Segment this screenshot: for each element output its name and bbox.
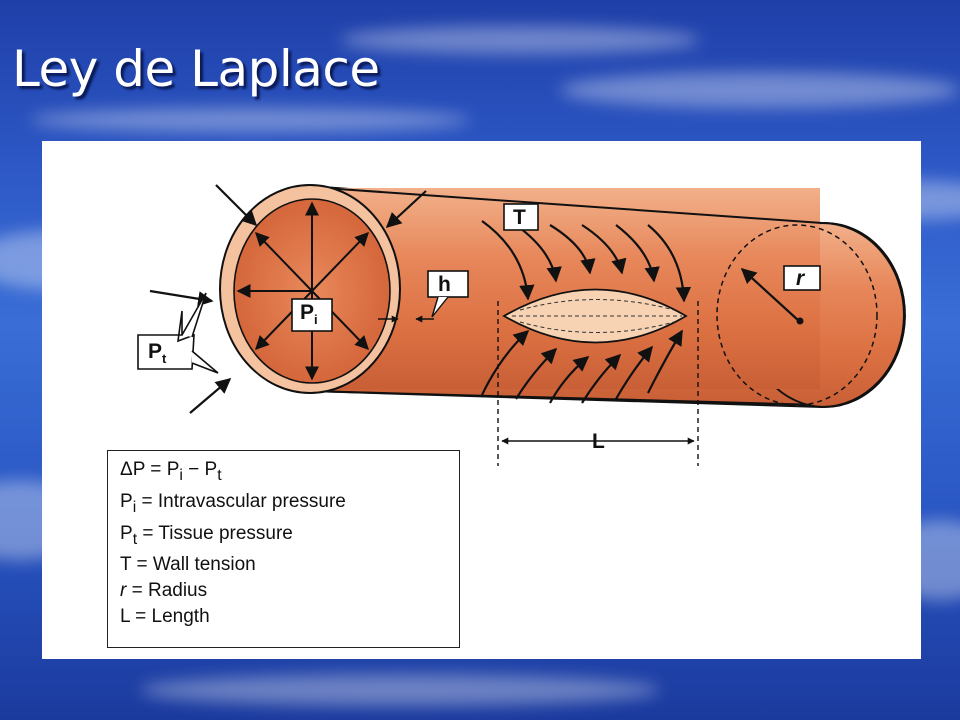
legend-row-t: T = Wall tension [120, 554, 256, 576]
label-box-r [783, 265, 821, 291]
length-label: L [592, 430, 605, 453]
radius-circle [716, 224, 878, 406]
tissue-pressure-label: Pt [148, 340, 167, 367]
slide-title: Ley de Laplace [12, 40, 380, 98]
tension-arrows-bottom [481, 329, 683, 404]
label-box-pi [291, 298, 333, 332]
vessel-diagram [137, 184, 906, 466]
tension-label: T [513, 206, 526, 229]
label-box-pt [137, 310, 195, 370]
legend-box: ΔP = Pi − Pt Pi = Intravascular pressure… [107, 450, 460, 648]
laplace-figure: T h r L Pi Pt ΔP = Pi − Pt Pi = Intravas… [42, 141, 921, 659]
intravascular-pressure-label: Pi [300, 301, 318, 328]
legend-row-pt: Pt = Tissue pressure [120, 522, 293, 548]
radius-arrow [740, 267, 800, 322]
thickness-label: h [438, 273, 451, 296]
label-box-t [503, 203, 539, 231]
legend-row-delta-p: ΔP = Pi − Pt [120, 459, 222, 484]
legend-row-r: r = Radius [120, 580, 208, 602]
radius-label: r [796, 267, 805, 290]
legend-row-pi: Pi = Intravascular pressure [120, 490, 346, 516]
tension-arrows-top [481, 220, 692, 303]
legend-row-l: L = Length [120, 606, 210, 628]
label-box-h [427, 270, 469, 298]
length-dimension [497, 301, 699, 466]
